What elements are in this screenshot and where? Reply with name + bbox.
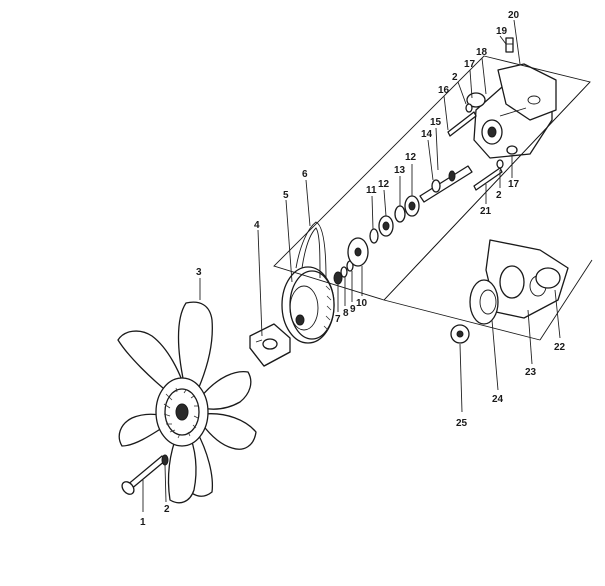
callout-21: 21 — [480, 206, 492, 217]
callout-9: 9 — [350, 304, 356, 315]
callout-18: 18 — [476, 47, 488, 58]
callout-7: 7 — [335, 314, 341, 325]
drain-plug — [450, 324, 470, 344]
callout-15: 15 — [430, 117, 442, 128]
bearing-front — [378, 215, 394, 237]
fan-blade — [117, 330, 187, 399]
callout-22: 22 — [554, 342, 566, 353]
callout-17a: 17 — [464, 59, 476, 70]
housing-bolt — [473, 167, 503, 191]
seal — [394, 205, 406, 223]
fan-blade — [201, 413, 257, 450]
callout-23: 23 — [525, 367, 537, 378]
gasket — [535, 267, 561, 289]
circlip — [369, 228, 379, 244]
callout-19: 19 — [496, 26, 508, 37]
callout-4: 4 — [254, 220, 260, 231]
callout-labels: 1 2 3 4 5 6 7 8 9 10 11 12 12 13 14 15 1… — [140, 10, 566, 528]
callout-12a: 12 — [378, 179, 390, 190]
callout-2a: 2 — [452, 72, 458, 83]
drive-belt — [295, 221, 327, 279]
callout-10: 10 — [356, 298, 368, 309]
fan-washer — [161, 454, 169, 466]
washer — [496, 159, 504, 169]
fan-blade — [177, 301, 213, 395]
callout-8: 8 — [343, 308, 349, 319]
pulley-groove — [289, 270, 335, 340]
fan-blade — [199, 370, 252, 410]
washer — [340, 266, 348, 278]
callout-24: 24 — [492, 394, 504, 405]
impeller — [469, 279, 499, 325]
housing-bolt — [447, 111, 477, 137]
pump-shaft — [419, 165, 473, 203]
callout-12b: 12 — [405, 152, 417, 163]
callout-25: 25 — [456, 418, 468, 429]
bearing-rear — [404, 195, 420, 217]
leader-lines — [142, 19, 561, 512]
callout-2: 2 — [164, 504, 170, 515]
callout-13: 13 — [394, 165, 406, 176]
callout-20: 20 — [508, 10, 520, 21]
callout-6: 6 — [302, 169, 308, 180]
callout-2b: 2 — [496, 190, 502, 201]
fan-assembly — [117, 301, 257, 504]
callout-5: 5 — [283, 190, 289, 201]
pulley-assembly — [281, 221, 335, 344]
cover-plate — [485, 239, 569, 319]
fan-center-bore — [175, 403, 189, 421]
washer — [465, 103, 473, 113]
callout-3: 3 — [196, 267, 202, 278]
fan-spacer — [249, 323, 291, 367]
rear-assembly-outline — [383, 81, 593, 341]
callout-11: 11 — [366, 185, 377, 196]
callout-14: 14 — [421, 129, 433, 140]
callout-17b: 17 — [508, 179, 520, 190]
fan-blade — [167, 431, 197, 504]
pump-housing — [466, 63, 557, 159]
callout-1: 1 — [140, 517, 146, 528]
bleed-screw — [505, 37, 514, 53]
flange-hub — [347, 237, 369, 267]
callout-16: 16 — [438, 85, 450, 96]
fan-hub-slots — [163, 387, 199, 439]
